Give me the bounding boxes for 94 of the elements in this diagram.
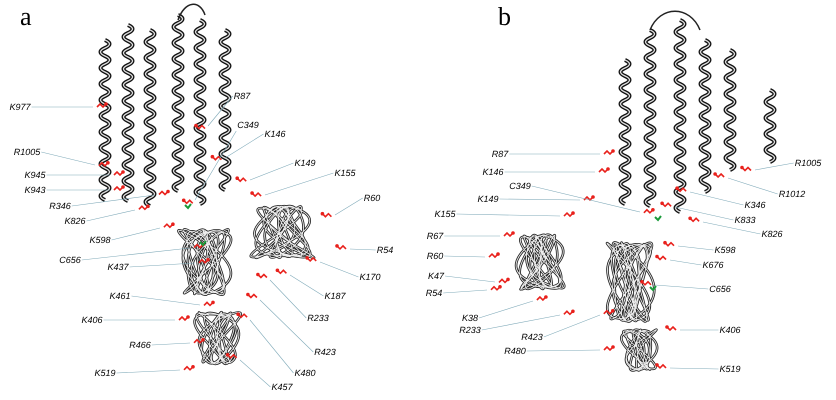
leader-line <box>442 290 488 294</box>
residue-label: K149 <box>294 158 316 168</box>
panel-letter: b <box>498 4 511 30</box>
leader-line <box>290 274 324 296</box>
residue-label: R60 <box>426 251 444 261</box>
residue-label: K47 <box>428 271 444 281</box>
leader-line <box>728 178 778 194</box>
leader-line <box>194 130 237 200</box>
residue-label: K943 <box>24 185 46 195</box>
residue-label: K519 <box>719 364 741 374</box>
residue-label: R1005 <box>794 158 822 168</box>
leader-line <box>478 300 534 318</box>
residue-label: K187 <box>324 291 346 301</box>
residue-label: R233 <box>307 313 329 323</box>
leader-line <box>456 214 560 216</box>
residue-label: K457 <box>271 382 293 392</box>
residue-label: R1005 <box>14 147 40 157</box>
leader-line <box>250 162 294 180</box>
leader-line <box>531 186 640 212</box>
residue-label: K833 <box>734 215 756 225</box>
leader-line <box>350 248 376 250</box>
leader-line <box>320 262 359 278</box>
leader-line <box>499 198 580 200</box>
leader-line <box>131 296 200 306</box>
leader-line <box>40 152 96 166</box>
residue-label: R67 <box>426 231 444 241</box>
residue-label: K406 <box>719 325 741 335</box>
leader-line <box>111 228 160 240</box>
residue-label: K598 <box>89 235 111 245</box>
residue-label: R233 <box>459 325 481 335</box>
leader-line <box>264 172 334 196</box>
residue-label: C349 <box>237 120 259 130</box>
leader-line <box>670 260 702 266</box>
residue-label: R87 <box>234 91 250 101</box>
residue-label: K461 <box>109 291 131 301</box>
residue-label: R423 <box>314 347 336 357</box>
leader-line <box>670 368 719 370</box>
residue-label: K519 <box>94 368 116 378</box>
residue-label: K826 <box>64 216 86 226</box>
residue-label: K155 <box>434 209 456 219</box>
leader-line <box>481 314 560 330</box>
residue-label: K38 <box>462 313 478 323</box>
residue-label: R423 <box>521 332 543 342</box>
leader-line <box>224 134 264 158</box>
residue-label: K170 <box>359 272 381 282</box>
residue-label: K346 <box>744 200 766 210</box>
residue-label: R87 <box>492 149 508 159</box>
residue-label: C656 <box>59 255 81 265</box>
residue-label: K149 <box>477 194 499 204</box>
leader-line <box>654 284 709 290</box>
leader-line <box>444 256 486 258</box>
leader-line <box>81 248 190 260</box>
residue-label: K676 <box>702 260 724 270</box>
residue-label: C349 <box>509 181 531 191</box>
residue-label: K826 <box>761 229 783 239</box>
leader-line <box>86 210 136 222</box>
residue-label: K945 <box>24 170 46 180</box>
panel-letter: a <box>20 4 32 30</box>
residue-label: K146 <box>264 129 286 139</box>
leader-line <box>678 246 714 250</box>
leader-line <box>754 162 794 170</box>
residue-label: K598 <box>714 245 736 255</box>
leader-line <box>71 194 156 206</box>
residue-label: R1012 <box>778 189 806 199</box>
leader-line <box>543 314 600 338</box>
leader-line <box>526 350 600 352</box>
leader-line <box>46 174 110 176</box>
residue-label: K480 <box>294 368 316 378</box>
residue-label: R60 <box>364 193 380 203</box>
residue-label: R346 <box>49 201 71 211</box>
residue-label: R54 <box>376 245 394 255</box>
leader-line <box>116 370 180 374</box>
residue-label: K155 <box>334 168 356 178</box>
residue-label: R480 <box>504 346 526 356</box>
residue-label: K437 <box>107 262 129 272</box>
residue-label: C656 <box>709 284 731 294</box>
leader-line <box>250 320 294 374</box>
residue-label: R466 <box>129 340 151 350</box>
residue-label: R54 <box>426 288 442 298</box>
leader-line <box>129 262 196 268</box>
leader-line <box>702 222 761 234</box>
residue-label: K146 <box>482 167 504 177</box>
residue-label: K977 <box>9 102 31 112</box>
leader-line <box>270 280 307 318</box>
leader-line <box>334 198 364 216</box>
residue-label: K406 <box>81 315 103 325</box>
leader-line <box>690 192 744 206</box>
leader-line <box>31 106 94 108</box>
leader-line <box>260 300 314 352</box>
leader-line <box>151 342 190 346</box>
leader-line <box>208 96 234 126</box>
leader-line <box>240 360 271 388</box>
leader-line <box>444 276 496 282</box>
leader-line <box>674 206 734 220</box>
